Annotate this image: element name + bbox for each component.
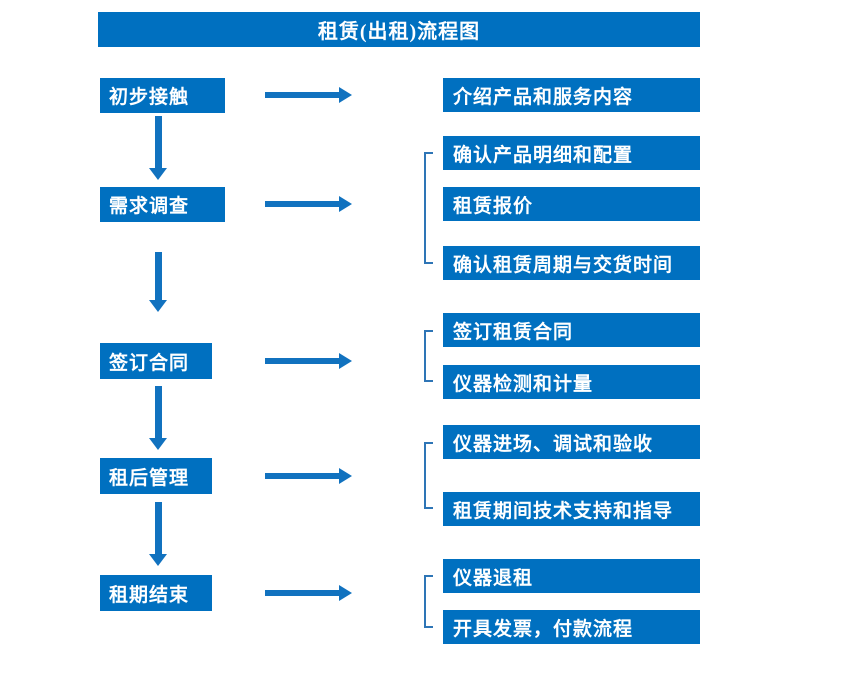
page-title: 租赁(出租)流程图 [317,21,481,43]
detail-box-confirm-period-delivery: 确认租赁周期与交货时间 [443,246,700,280]
step-label: 初步接触 [109,87,190,108]
group-bracket [424,330,433,382]
detail-box-sign-rental-contract: 签订租赁合同 [443,313,700,347]
title-bar: 租赁(出租)流程图 [98,12,700,47]
down-arrow-icon [149,116,167,180]
detail-box-technical-support: 租赁期间技术支持和指导 [443,492,700,526]
step-label: 签订合同 [109,352,190,374]
down-arrow-icon [149,386,167,450]
detail-box-invoice-payment: 开具发票，付款流程 [443,610,700,644]
right-arrow-icon [265,585,352,601]
step-label: 需求调查 [109,196,190,217]
detail-label: 开具发票，付款流程 [453,618,634,640]
right-arrow-icon [265,353,352,369]
detail-box-rental-quote: 租赁报价 [443,187,700,221]
detail-label: 签订租赁合同 [453,321,574,343]
step-box-post-rental-management: 租后管理 [100,458,212,494]
step-box-rental-end: 租期结束 [100,575,212,611]
group-bracket [424,152,433,264]
step-label: 租后管理 [109,467,190,489]
detail-label: 介绍产品和服务内容 [453,86,634,108]
right-arrow-icon [265,87,352,103]
detail-label: 仪器检测和计量 [453,373,594,395]
detail-box-introduce-products: 介绍产品和服务内容 [443,78,700,112]
group-bracket [424,575,433,628]
detail-label: 仪器退租 [453,567,534,589]
down-arrow-icon [149,252,167,312]
step-box-demand-survey: 需求调查 [100,187,225,222]
down-arrow-icon [149,502,167,566]
detail-label: 确认租赁周期与交货时间 [453,254,674,276]
detail-box-confirm-product-config: 确认产品明细和配置 [443,136,700,170]
detail-label: 仪器进场、调试和验收 [453,433,654,455]
right-arrow-icon [265,468,352,484]
step-label: 租期结束 [109,584,190,606]
detail-box-instrument-return: 仪器退租 [443,559,700,593]
step-box-initial-contact: 初步接触 [100,78,225,113]
group-bracket [424,442,433,509]
step-box-sign-contract: 签订合同 [100,343,212,379]
detail-label: 租赁期间技术支持和指导 [453,500,674,522]
detail-box-instrument-setup-acceptance: 仪器进场、调试和验收 [443,425,700,459]
detail-label: 租赁报价 [453,195,534,217]
right-arrow-icon [265,196,352,212]
detail-label: 确认产品明细和配置 [453,144,634,166]
detail-box-instrument-inspection: 仪器检测和计量 [443,365,700,399]
